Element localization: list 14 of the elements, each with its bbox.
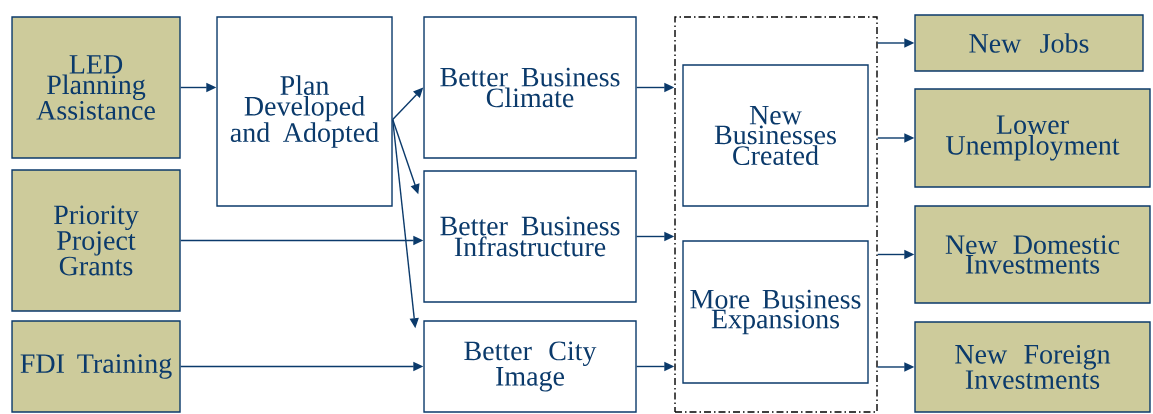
outcome-box: New Jobs xyxy=(914,14,1144,72)
outcome-box: Lower Unemployment xyxy=(914,88,1151,188)
input-box: LED Planning Assistance xyxy=(11,16,181,159)
outcome-box: New Foreign Investments xyxy=(914,321,1151,413)
input-box: Priority Project Grants xyxy=(11,169,181,312)
outcome-box: New Domestic Investments xyxy=(914,205,1151,304)
process-box: Better Business Infrastructure xyxy=(423,170,637,303)
process-box: Plan Developed and Adopted xyxy=(216,16,393,207)
input-box: FDI Training xyxy=(11,320,181,413)
process-box: Better City Image xyxy=(423,320,637,413)
process-box: Better Business Climate xyxy=(423,16,637,159)
process-box: New Businesses Created xyxy=(682,64,869,207)
group-frame xyxy=(674,16,878,413)
process-box: More Business Expansions xyxy=(682,240,869,384)
